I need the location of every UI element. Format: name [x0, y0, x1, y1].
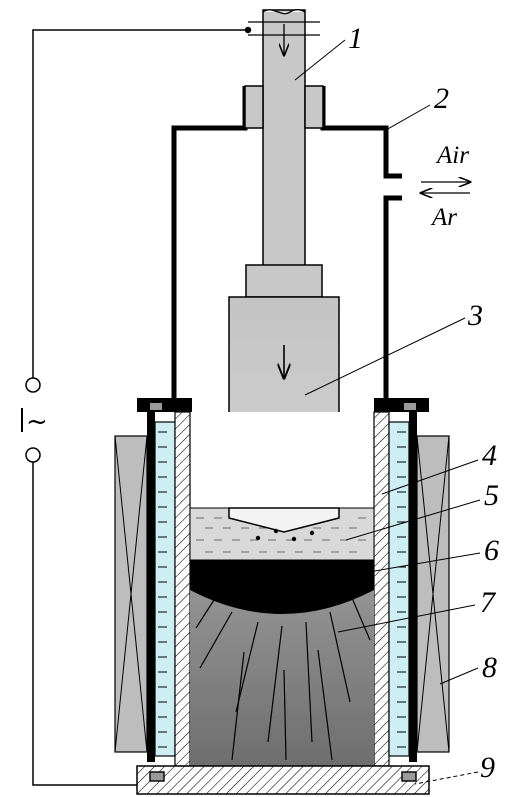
- label-1: 1: [348, 22, 363, 55]
- label-8: 8: [482, 651, 497, 684]
- argon-label: Ar: [430, 204, 457, 231]
- label-7: 7: [480, 586, 497, 619]
- inductor-coil-left: [114, 435, 148, 753]
- supply-wire-top: [32, 29, 248, 378]
- base-insulator-right: [401, 771, 417, 782]
- terminal-top: [25, 377, 41, 393]
- supply-wire-bottom: [32, 460, 158, 786]
- grain-line: [267, 625, 283, 743]
- inductor-coil-right: [416, 435, 450, 753]
- grain-line: [329, 611, 351, 703]
- mould-wall-right: [373, 411, 417, 767]
- grain-line: [235, 621, 259, 713]
- gas-flow-arrows: [421, 182, 470, 193]
- base-plate: [136, 765, 430, 795]
- ingot-grain-lines: [195, 597, 371, 761]
- grain-line: [351, 597, 371, 641]
- air-label: Air: [435, 142, 469, 169]
- mould-wall-left: [147, 411, 191, 767]
- label-4: 4: [482, 439, 497, 472]
- mould-inner-void: [190, 412, 374, 508]
- wire-dot-top: [244, 26, 252, 34]
- grain-line: [195, 599, 215, 629]
- grain-line: [231, 651, 245, 761]
- metal-pool: [190, 560, 374, 614]
- grain-line: [305, 621, 313, 743]
- terminal-bottom: [25, 447, 41, 463]
- rod-seal-left: [244, 85, 264, 129]
- grain-line: [199, 611, 233, 669]
- electrode-holder: [245, 264, 323, 298]
- base-insulator-left: [149, 771, 165, 782]
- electrode-rod: [248, 9, 320, 269]
- label-5: 5: [484, 479, 499, 512]
- metal-droplets: [255, 528, 315, 542]
- label-2: 2: [434, 82, 449, 115]
- leader-lines: [294, 39, 481, 785]
- rod-seal-right: [304, 85, 324, 129]
- label-6: 6: [484, 534, 499, 567]
- grain-line: [317, 649, 333, 761]
- ac-source-symbol: ~: [26, 407, 48, 437]
- label-9: 9: [480, 751, 495, 784]
- cooling-water-ticks: [158, 431, 406, 748]
- rod-break: [262, 9, 306, 15]
- electrode-tip-redraw: [228, 507, 340, 533]
- chamber-flange: [137, 398, 429, 412]
- grain-line: [283, 669, 287, 761]
- label-3: 3: [467, 299, 483, 332]
